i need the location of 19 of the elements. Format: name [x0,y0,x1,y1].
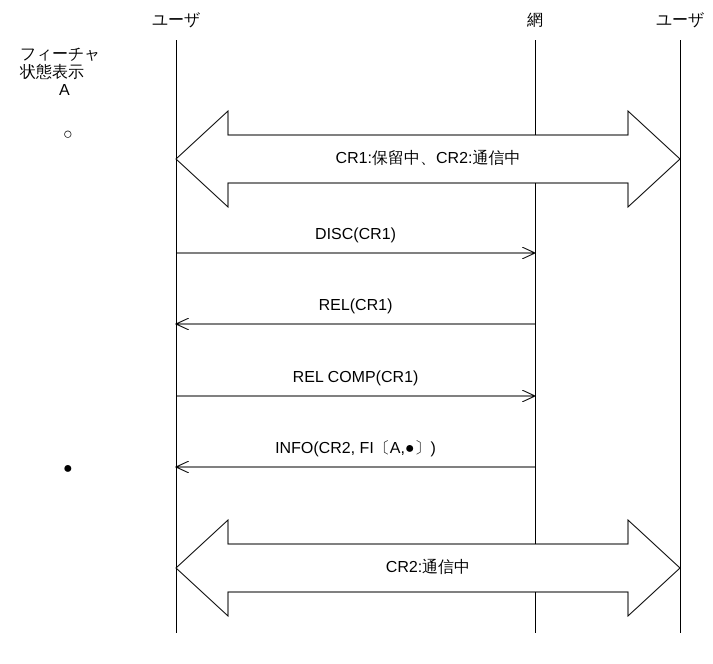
edge-label: REL COMP(CR1) [292,369,418,387]
feature-heading: フィーチャ状態表示 [20,46,101,82]
message-arrow [176,390,536,402]
lifeline-header: ユーザ [152,12,200,30]
block-arrow [175,110,681,208]
status-symbol: ● [63,460,73,478]
message-arrow [176,318,536,330]
message-arrow [176,246,536,260]
lifeline-header: ユーザ [656,12,704,30]
column-letter: A [59,82,70,100]
edge-label: REL(CR1) [318,297,392,315]
lifeline-header: 網 [527,12,543,30]
edge-label: INFO(CR2, FI〔A,●〕) [275,440,436,458]
block-arrow [175,518,681,618]
status-symbol: ○ [63,126,73,144]
message-arrow [176,460,536,474]
edge-label: CR2:通信中 [386,559,470,577]
edge-label: DISC(CR1) [315,226,396,244]
edge-label: CR1:保留中、CR2:通信中 [336,150,520,168]
